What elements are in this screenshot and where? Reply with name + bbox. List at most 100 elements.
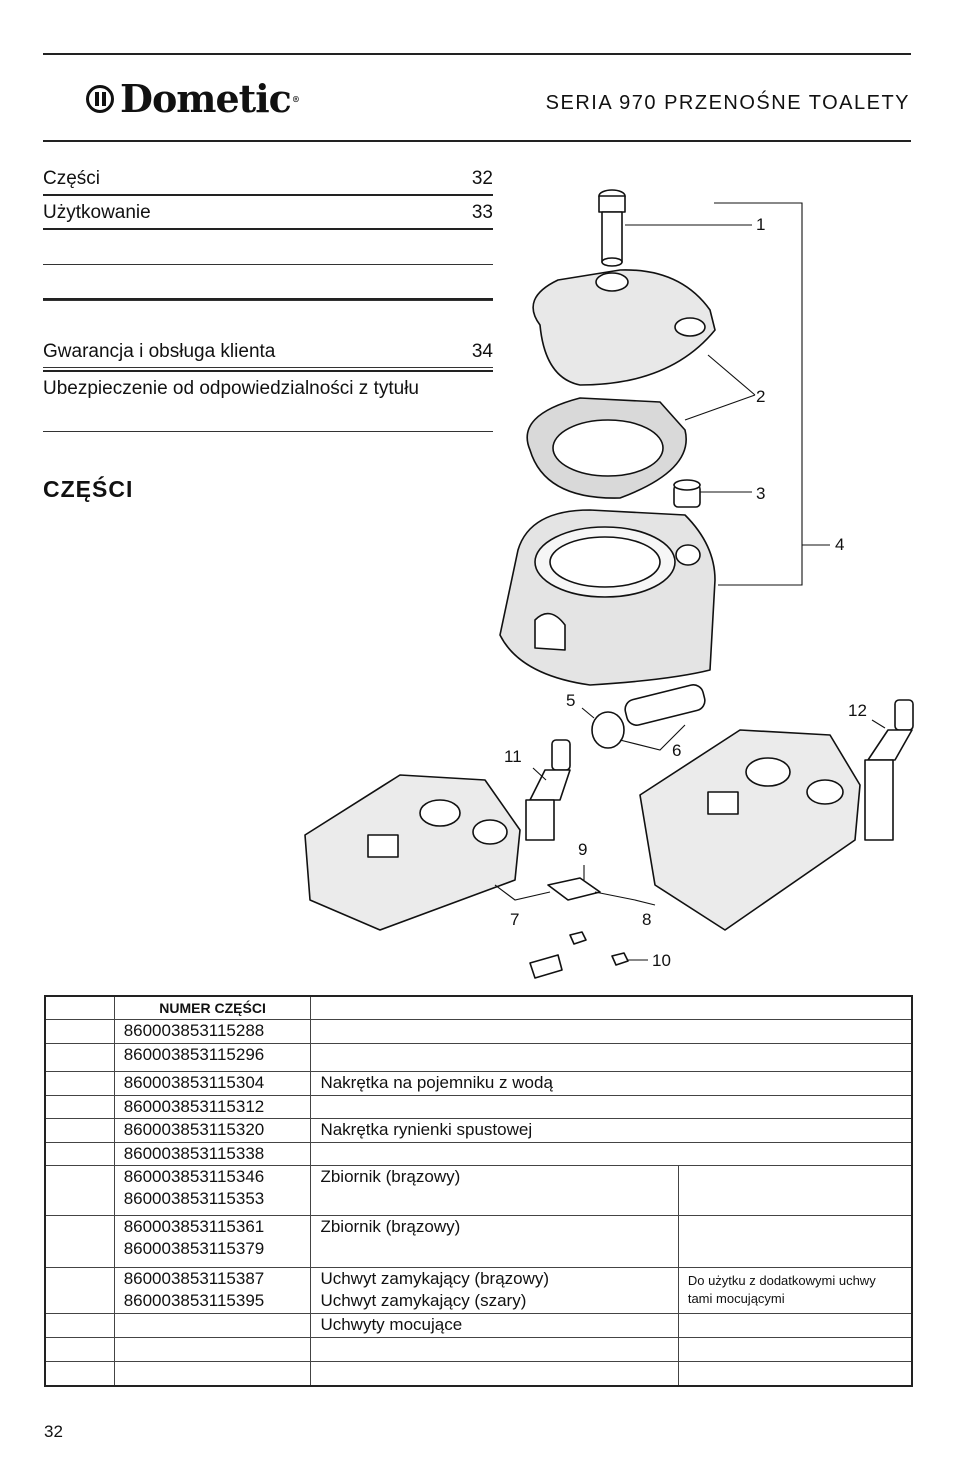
table-cell-index — [44, 1043, 115, 1072]
section-heading: CZĘŚCI — [43, 476, 134, 502]
toc-row-warranty[interactable]: Gwarancja i obsługa klienta 34 — [43, 300, 493, 368]
table-cell-part-number — [113, 1313, 312, 1338]
part-note — [688, 1216, 902, 1220]
part-description: Nakrętka na pojemniku z wodą — [320, 1073, 553, 1092]
callout-10: 10 — [652, 951, 671, 970]
toc-row-empty — [43, 231, 493, 265]
toc-row-liability[interactable]: Ubezpieczenie od odpowiedzialności z tyt… — [43, 370, 493, 432]
table-cell-part-number: 860003853115338 — [113, 1142, 312, 1166]
table-cell-part-number: 860003853115346 860003853115353 — [113, 1165, 312, 1216]
table-row: 860003853115320 Nakrętka rynienki spustow… — [44, 1118, 913, 1143]
table-cell-part-number: 860003853115387 860003853115395 — [113, 1267, 312, 1314]
table-cell-description: Zbiornik (brązowy) — [310, 1165, 679, 1216]
part-description: Uchwyt zamykający (szary) — [320, 1291, 527, 1310]
waste-tank-7-part — [304, 774, 521, 931]
table-cell-part-number: 860003853115296 — [113, 1043, 312, 1072]
table-cell-description — [310, 1142, 913, 1166]
table-cell-index — [44, 1215, 115, 1268]
toc-row-parts[interactable]: Części 32 — [43, 162, 493, 196]
part-description: Zbiornik (brązowy) — [320, 1217, 461, 1236]
table-row — [44, 1361, 913, 1386]
part-number: 860003853115346 — [123, 1167, 265, 1186]
table-cell-part-number: 860003853115312 — [113, 1095, 312, 1119]
part-number: 860003853115338 — [123, 1144, 265, 1163]
table-cell-description — [310, 1337, 679, 1362]
callout-9: 9 — [578, 840, 587, 859]
table-cell-index — [44, 1267, 115, 1314]
table-row: 860003853115304 Nakrętka na pojemniku z w… — [44, 1071, 913, 1096]
header-rule — [43, 140, 911, 142]
table-cell-part-number: 860003853115288 — [113, 1019, 312, 1044]
callout-5: 5 — [566, 691, 575, 710]
table-cell-description: Uchwyty mocujące — [310, 1313, 679, 1338]
part-number: 860003853115395 — [123, 1291, 265, 1310]
table-row: 860003853115387 860003853115395 Uchwyt zam… — [44, 1267, 913, 1314]
table-cell-note — [677, 1361, 913, 1386]
top-rule — [43, 53, 911, 55]
table-cell-index — [44, 1071, 115, 1096]
part-note — [688, 1314, 902, 1318]
water-tank-nut-part — [673, 479, 701, 508]
table-row — [44, 1337, 913, 1362]
table-row: 860003853115338 — [44, 1142, 913, 1166]
table-cell-index — [44, 1095, 115, 1119]
part-note: Do użytku z dodatkowymi uchwy tami mocuj… — [687, 1273, 876, 1306]
part-number: 860003853115304 — [123, 1073, 265, 1092]
table-cell-description: Nakrętka rynienki spustowej — [310, 1118, 913, 1143]
table-cell-description: Zbiornik (brązowy) — [310, 1215, 679, 1268]
part-description: Uchwyt zamykający (brązowy) — [320, 1269, 550, 1288]
part-description: Nakrętka rynienki spustowej — [320, 1120, 533, 1139]
toc-label: Użytkowanie — [43, 202, 151, 223]
table-cell-index — [44, 1337, 115, 1362]
table-header-row: NUMER CZĘŚCI — [44, 995, 913, 1020]
toc-page: 32 — [471, 168, 493, 189]
toc-row-usage[interactable]: Użytkowanie 33 — [43, 196, 493, 230]
table-cell-index — [44, 1361, 115, 1386]
table-cell-note — [677, 1215, 913, 1268]
elbow-11-part — [525, 739, 571, 841]
table-cell-part-number: 860003853115361 860003853115379 — [113, 1215, 312, 1268]
column-header-part-number: NUMER CZĘŚCI — [113, 995, 312, 1020]
callout-4: 4 — [835, 535, 844, 554]
series-title: SERIA 970 PRZENOŚNE TOALETY — [545, 92, 910, 114]
table-row: Uchwyty mocujące — [44, 1313, 913, 1338]
table-row: 860003853115361 860003853115379 Zbiornik (… — [44, 1215, 913, 1268]
table-cell-description — [310, 1361, 679, 1386]
waste-tank-8-part — [639, 729, 861, 931]
table-cell-description — [310, 1019, 913, 1044]
table-cell-note — [677, 1165, 913, 1216]
part-number: 860003853115353 — [123, 1189, 265, 1208]
table-row: 860003853115296 — [44, 1043, 913, 1072]
part-note — [688, 1338, 902, 1342]
toc-label: Gwarancja i obsługa klienta — [43, 341, 276, 362]
callout-3: 3 — [756, 484, 765, 503]
part-number: 860003853115361 — [123, 1217, 265, 1236]
part-number: 860003853115379 — [123, 1239, 265, 1258]
dometic-logo: Dometic® — [86, 78, 300, 120]
table-cell-index — [44, 1019, 115, 1044]
column-header — [44, 995, 115, 1020]
dometic-logo-mark-icon — [86, 85, 114, 113]
exploded-parts-diagram: 1 2 3 4 5 6 7 8 9 10 11 12 — [304, 189, 914, 979]
toc-label: Części — [43, 168, 101, 189]
table-cell-note: Do użytku z dodatkowymi uchwy tami mocuj… — [677, 1267, 913, 1314]
part-note — [688, 1166, 902, 1170]
part-number: 860003853115387 — [123, 1269, 265, 1288]
callout-2: 2 — [756, 387, 765, 406]
toc-label: Ubezpieczenie od odpowiedzialności z tyt… — [43, 378, 420, 399]
part-number: 860003853115320 — [123, 1120, 265, 1139]
callout-12: 12 — [848, 701, 867, 720]
drain-pipe-part — [591, 684, 706, 749]
callout-11: 11 — [504, 747, 522, 766]
table-cell-description: Uchwyt zamykający (brązowy) Uchwyt zamyka… — [310, 1267, 679, 1314]
table-cell-index — [44, 1118, 115, 1143]
table-cell-description — [310, 1043, 913, 1072]
table-cell-part-number: 860003853115320 — [113, 1118, 312, 1143]
elbow-12-part — [864, 699, 914, 841]
pump-plunger-part — [598, 189, 626, 267]
table-cell-index — [44, 1165, 115, 1216]
upper-tank-part — [499, 509, 716, 686]
column-header — [310, 995, 913, 1020]
lid-part — [532, 269, 716, 386]
table-cell-note — [677, 1313, 913, 1338]
